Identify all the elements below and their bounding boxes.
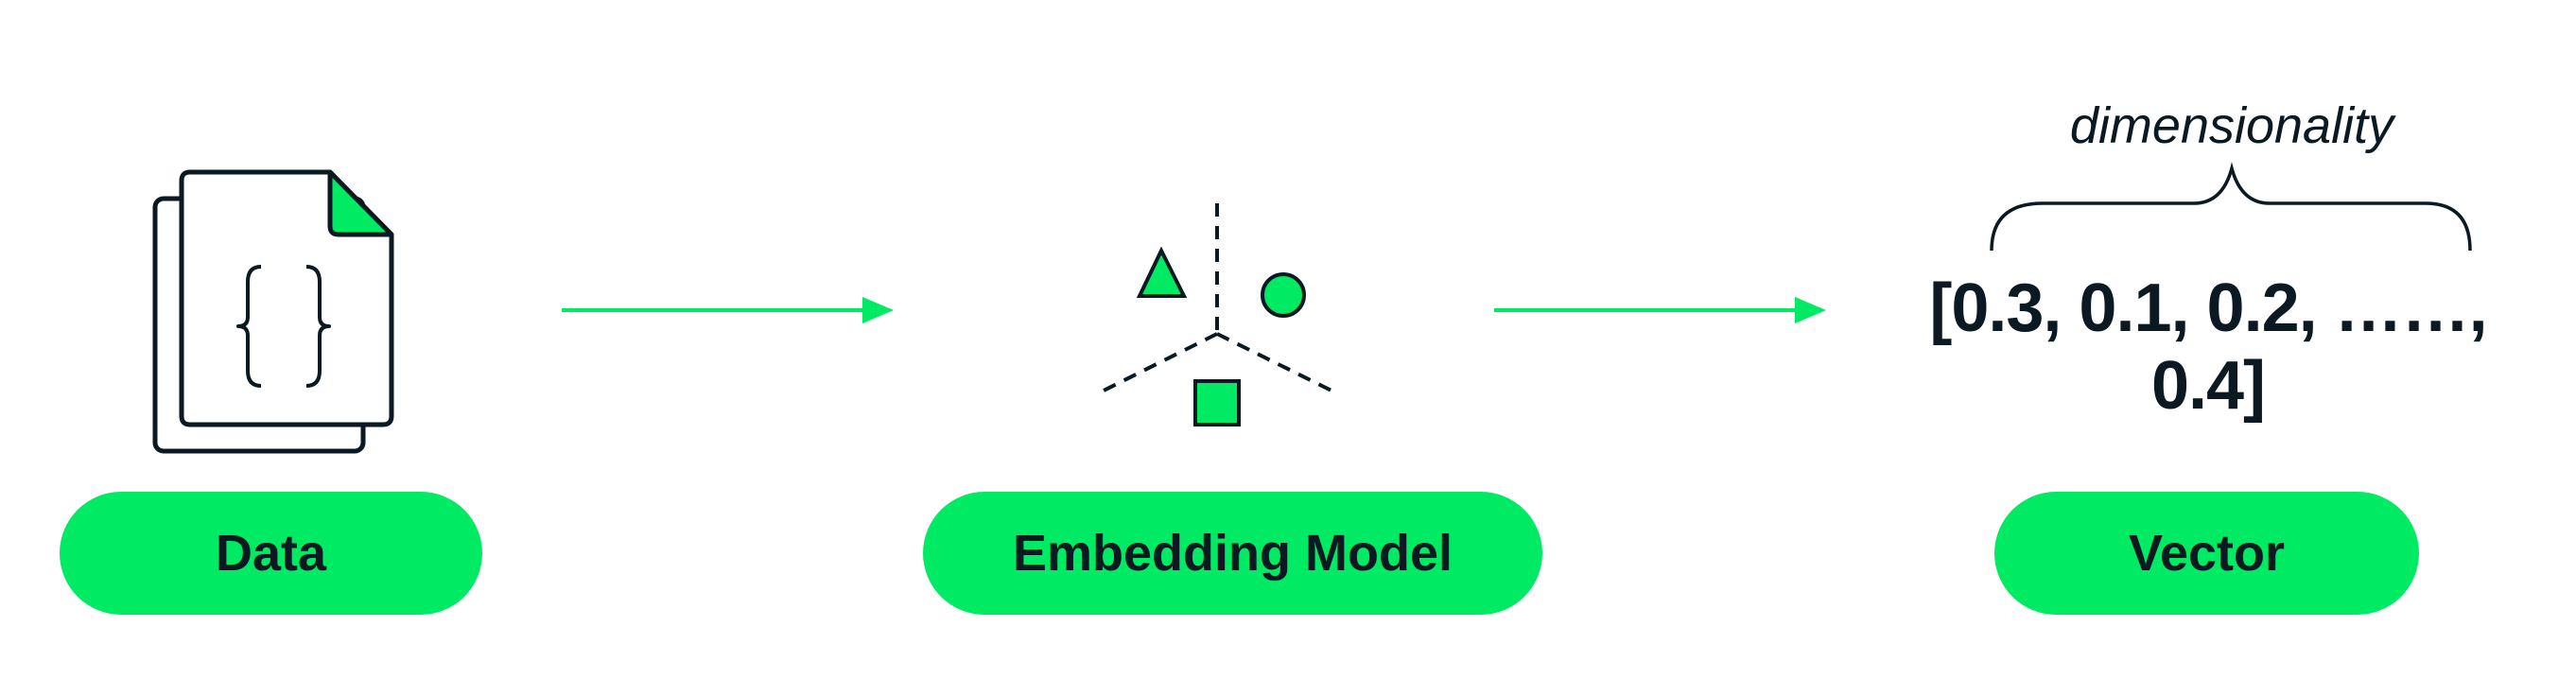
document-icon [152,169,394,454]
vector-values: [0.3, 0.1, 0.2, ……, 0.4] [1929,270,2487,424]
arrow-model-to-vector [1494,297,1826,323]
step-data-pill: Data [60,492,482,615]
triangle-icon [1136,246,1188,298]
dimensionality-brace [1990,162,2472,252]
embedding-space-icon [1097,203,1338,427]
step-embedding-model-pill: Embedding Model [923,492,1542,615]
circle-icon [1261,272,1306,318]
dimensionality-label: dimensionality [2069,97,2394,154]
step-vector-pill: Vector [1994,492,2419,615]
arrow-data-to-model [562,297,894,323]
square-icon [1193,379,1241,427]
